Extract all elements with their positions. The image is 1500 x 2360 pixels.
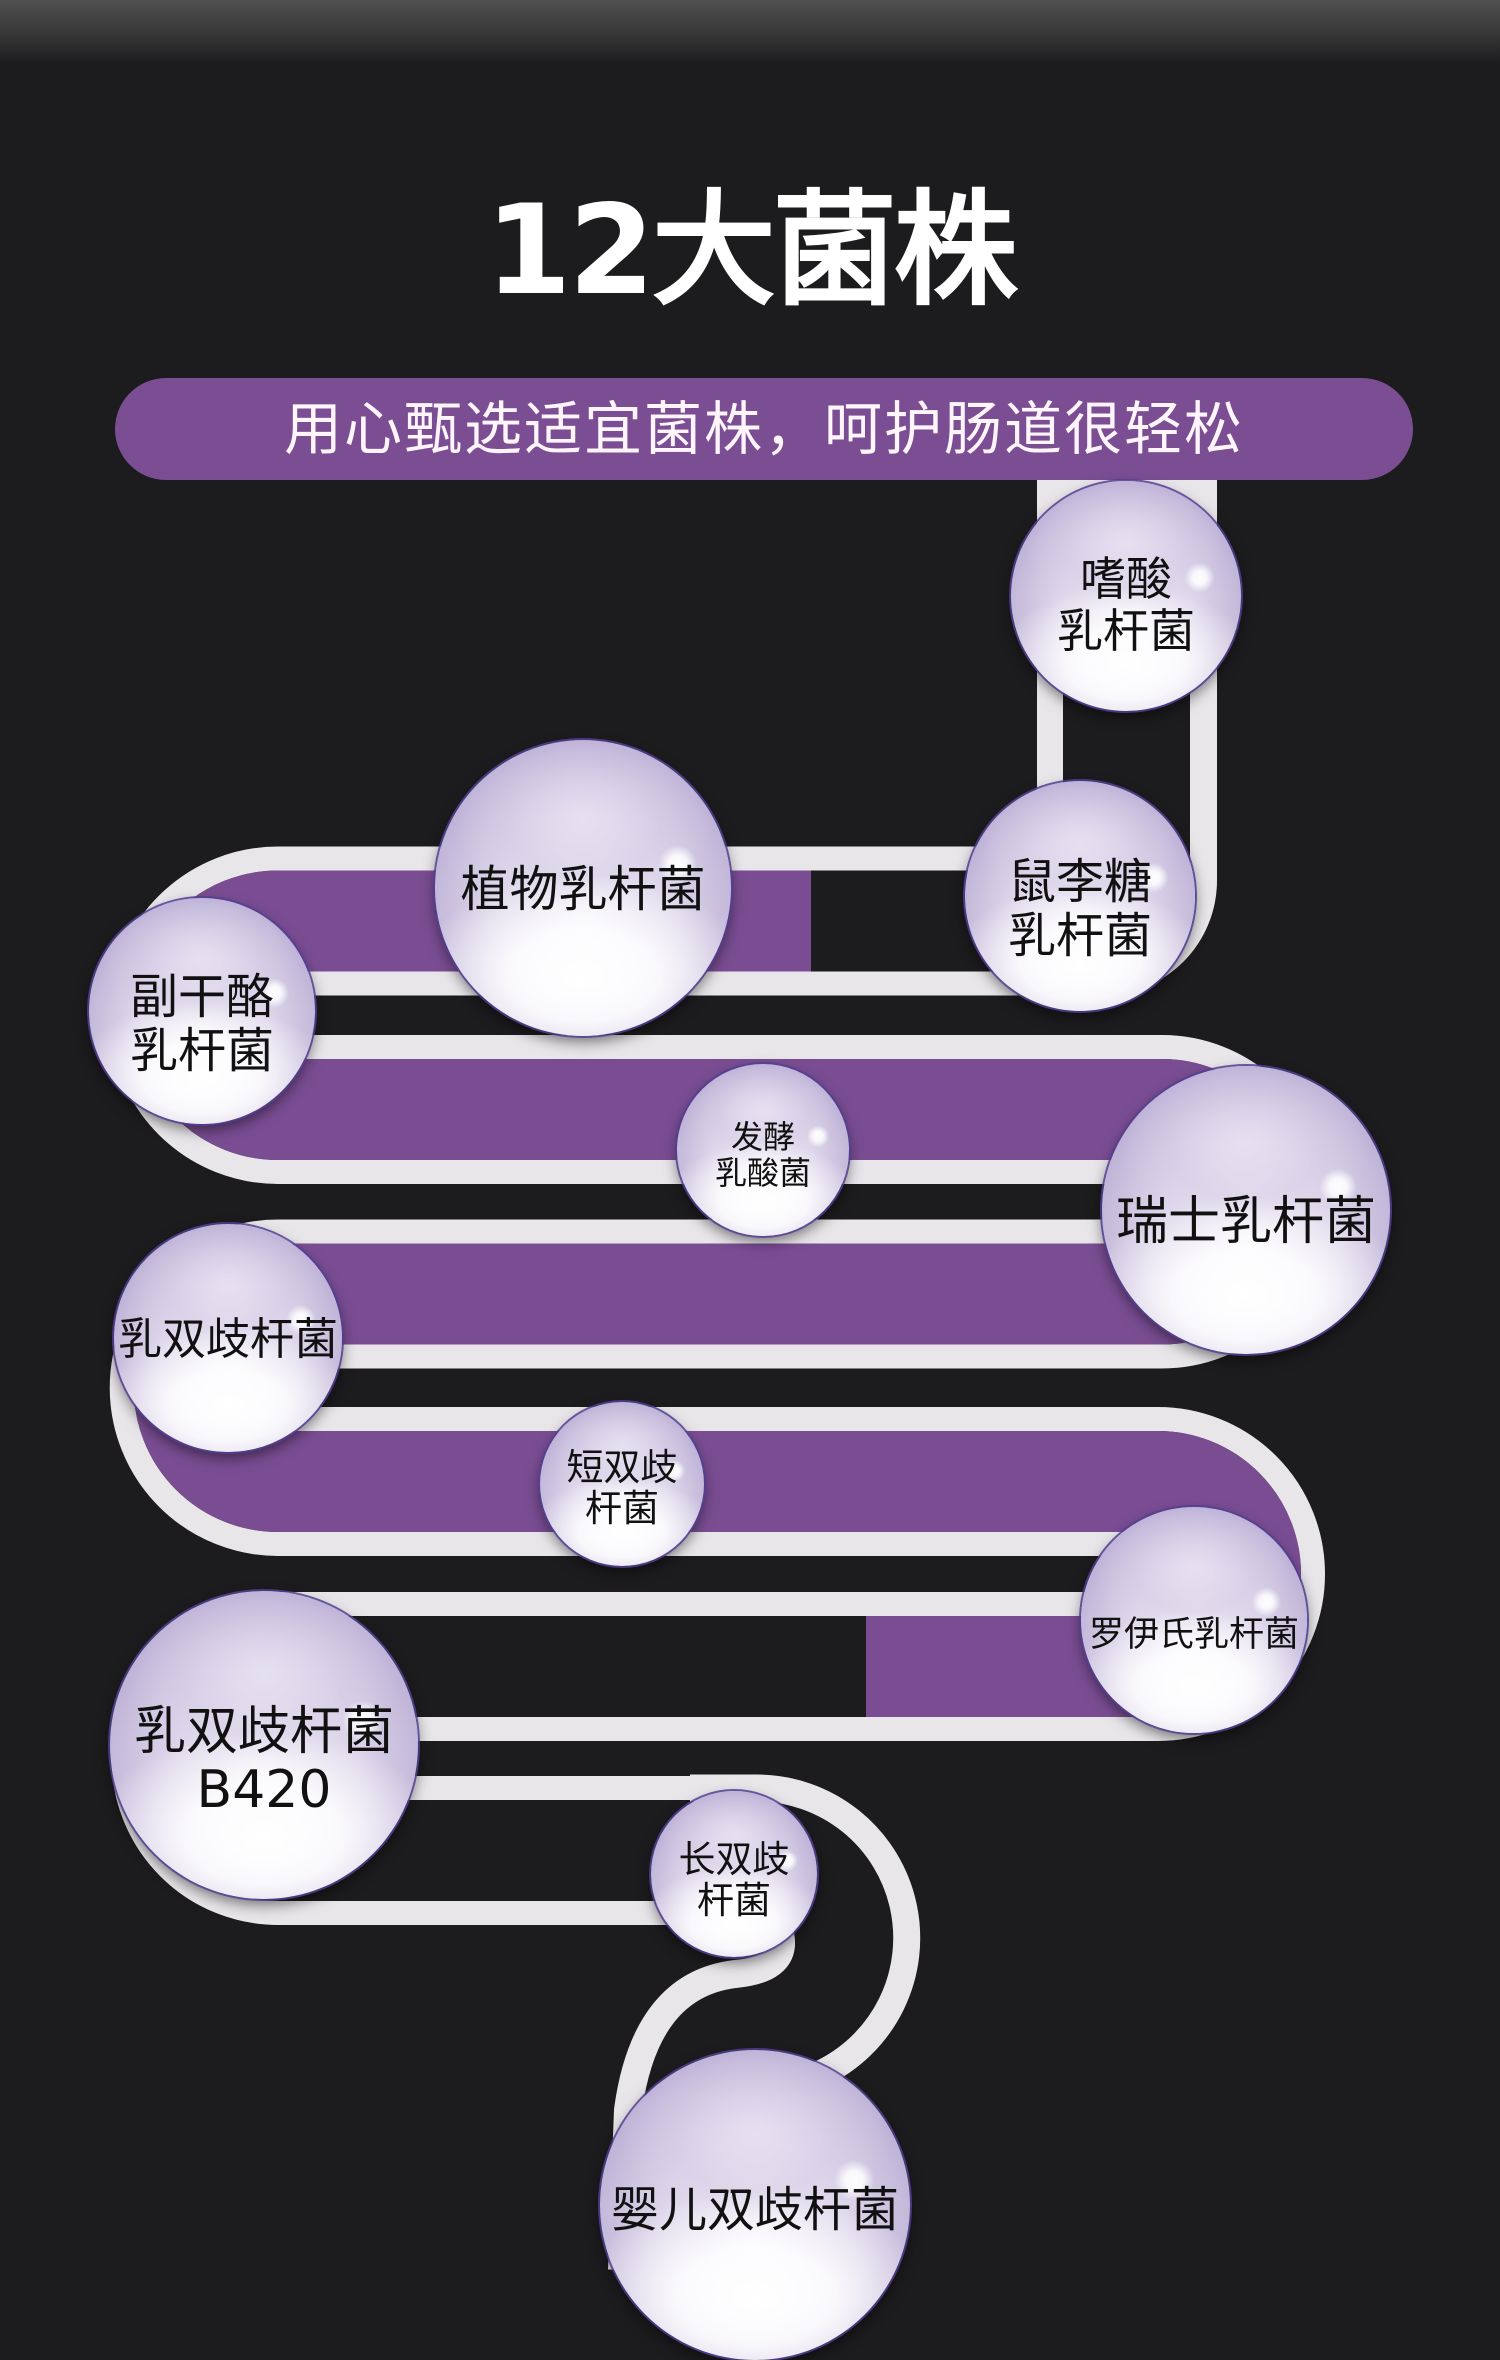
strain-label-line: 乳杆菌: [129, 1023, 274, 1079]
strain-label-line: B420: [196, 1760, 332, 1820]
strain-bubble: 鼠李糖 乳杆菌: [965, 781, 1195, 1011]
strain-label-line: 副干酪: [129, 969, 274, 1026]
strain-bubble: 短双歧 杆菌: [540, 1402, 704, 1566]
strain-label-line: 嗜酸: [1080, 552, 1172, 607]
strain-label-line: 发酵: [730, 1118, 795, 1157]
strain-label: 乳双歧杆菌 B420: [133, 1701, 394, 1820]
subtitle-banner: 用心甄选适宜菌株，呵护肠道很轻松: [115, 378, 1413, 480]
strain-label-line: 短双歧: [566, 1445, 678, 1489]
strain-bubble: 副干酪 乳杆菌: [89, 898, 315, 1124]
strain-label: 乳双歧杆菌: [118, 1314, 338, 1366]
strain-bubble: 婴儿双歧杆菌: [600, 2050, 910, 2360]
subtitle-text: 用心甄选适宜菌株，呵护肠道很轻松: [283, 395, 1244, 463]
strain-label: 植物乳杆菌: [460, 860, 706, 918]
strain-bubble: 瑞士乳杆菌: [1102, 1066, 1390, 1354]
strain-label-line: 杆菌: [697, 1879, 771, 1922]
strain-label-line: 植物乳杆菌: [460, 860, 706, 918]
intestine-outer-curve-wall: [690, 1774, 921, 2087]
strain-label: 发酵 乳酸菌: [714, 1118, 811, 1192]
strain-bubble: 发酵 乳酸菌: [677, 1064, 849, 1236]
strain-label-line: 鼠李糖: [1007, 854, 1152, 911]
page-title: 12大菌株: [485, 179, 1018, 323]
strain-label: 短双歧 杆菌: [566, 1445, 678, 1530]
strain-label-line: 长双歧: [678, 1837, 790, 1881]
strain-label: 鼠李糖 乳杆菌: [1007, 854, 1152, 964]
strain-bubble: 乳双歧杆菌: [114, 1224, 342, 1452]
strain-label-line: 瑞士乳杆菌: [1115, 1191, 1376, 1252]
strain-bubble: 罗伊氏乳杆菌: [1081, 1507, 1307, 1733]
strain-bubble: 乳双歧杆菌 B420: [110, 1591, 418, 1899]
strain-label: 罗伊氏乳杆菌: [1089, 1616, 1299, 1655]
strain-label: 嗜酸 乳杆菌: [1057, 554, 1195, 657]
strain-bubble: 植物乳杆菌: [435, 740, 731, 1036]
strain-label-line: 乳双歧杆菌: [133, 1701, 394, 1762]
strain-label-line: 杆菌: [585, 1487, 659, 1530]
strain-label-line: 乳杆菌: [1057, 604, 1195, 658]
strain-label: 婴儿双歧杆菌: [610, 2182, 899, 2239]
strain-label-line: 乳杆菌: [1007, 908, 1152, 964]
strain-label-line: 乳酸菌: [714, 1154, 811, 1192]
strain-label: 副干酪 乳杆菌: [129, 969, 274, 1079]
strain-label-line: 乳双歧杆菌: [118, 1314, 338, 1366]
strain-label-line: 婴儿双歧杆菌: [610, 2182, 899, 2239]
strain-bubble: 长双歧 杆菌: [651, 1791, 817, 1957]
strain-bubble: 嗜酸 乳杆菌: [1011, 481, 1241, 711]
strain-label: 瑞士乳杆菌: [1116, 1193, 1376, 1251]
top-shadow: [0, 0, 1500, 64]
strain-label-line: 罗伊氏乳杆菌: [1088, 1615, 1299, 1656]
strain-label: 长双歧 杆菌: [678, 1837, 790, 1922]
